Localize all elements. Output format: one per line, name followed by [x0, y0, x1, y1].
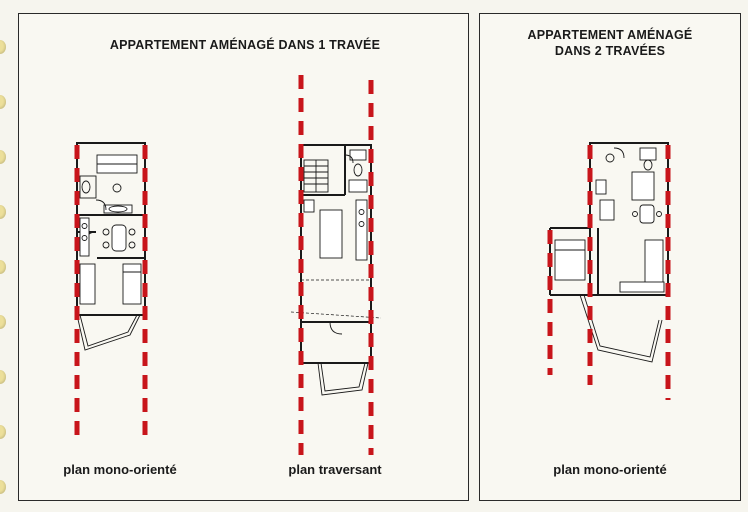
panel-one-bay	[18, 13, 469, 501]
panel-one-bay-title: APPARTEMENT AMÉNAGÉ DANS 1 TRAVÉE	[109, 38, 381, 52]
plan-mono-oriente-2-bays	[547, 142, 671, 400]
plan-mono-oriente-1-bay	[74, 142, 148, 440]
panel-two-bays-title: APPARTEMENT AMÉNAGÉ DANS 2 TRAVÉES	[490, 27, 730, 59]
caption-plan-traversant: plan traversant	[288, 462, 382, 477]
panel-two-bays-title-line1: APPARTEMENT AMÉNAGÉ	[527, 28, 693, 42]
caption-plan-mono-oriente-2: plan mono-orienté	[553, 462, 667, 477]
caption-plan-mono-oriente-1: plan mono-orienté	[63, 462, 177, 477]
panel-two-bays	[479, 13, 741, 501]
binder-rings	[0, 0, 8, 512]
panel-two-bays-title-line2: DANS 2 TRAVÉES	[554, 44, 666, 58]
plan-traversant	[290, 75, 382, 455]
